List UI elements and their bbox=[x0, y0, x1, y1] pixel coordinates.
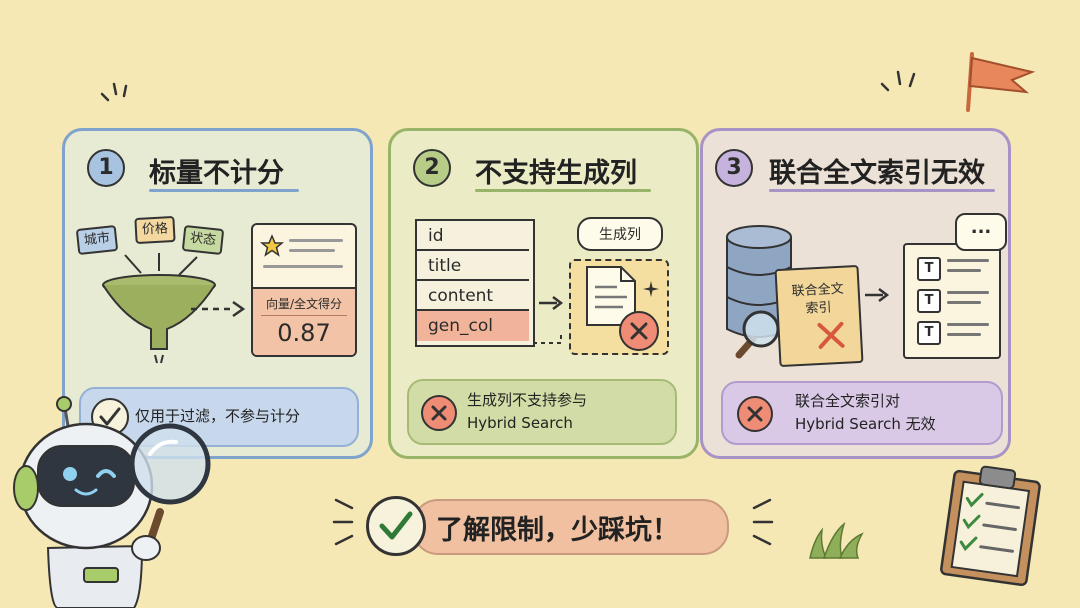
magnifier-icon bbox=[735, 310, 780, 359]
score-value: 0.87 bbox=[277, 319, 331, 347]
chat-bubble: ... bbox=[955, 213, 1007, 251]
funnel-icon bbox=[102, 253, 216, 364]
cross-icon bbox=[619, 311, 659, 351]
score-section: 向量/全文得分 0.87 bbox=[253, 287, 355, 355]
column-title: title bbox=[417, 251, 529, 281]
document-list: T T T bbox=[903, 243, 1001, 359]
panel-title: 联合全文索引无效 bbox=[769, 158, 985, 189]
generated-column-bubble: 生成列 bbox=[577, 217, 663, 251]
text-doc-icon: T bbox=[917, 289, 941, 313]
note-line1: 联合全文索引对 bbox=[795, 392, 901, 410]
note-box: 生成列不支持参与 Hybrid Search bbox=[407, 379, 677, 445]
note-line2: Hybrid Search 无效 bbox=[795, 415, 936, 433]
note-line2: Hybrid Search bbox=[467, 414, 573, 432]
spark-lines-icon bbox=[332, 498, 354, 546]
index-card-line2: 索引 bbox=[805, 300, 832, 317]
spark-lines-icon bbox=[880, 70, 916, 92]
note-line1: 生成列不支持参与 bbox=[467, 391, 588, 409]
panel-scalar-no-score: 1 标量不计分 城市 价格 状态 向量/全文得分 0.87 仅用于过滤， bbox=[62, 128, 373, 459]
spark-lines-icon bbox=[100, 82, 128, 102]
grass-icon bbox=[809, 521, 864, 559]
text-doc-icon: T bbox=[917, 321, 941, 345]
step-number: 2 bbox=[413, 149, 451, 187]
arrow-right-icon bbox=[865, 288, 890, 302]
column-gen-col: gen_col bbox=[417, 311, 529, 341]
flag-icon bbox=[966, 52, 1036, 112]
score-card: 向量/全文得分 0.87 bbox=[251, 223, 357, 357]
cross-icon bbox=[737, 396, 773, 432]
check-icon bbox=[366, 496, 426, 556]
arrow-right-icon bbox=[539, 296, 564, 310]
cross-icon bbox=[817, 321, 845, 349]
tag-price: 价格 bbox=[134, 215, 176, 245]
cross-icon bbox=[421, 395, 457, 431]
footer-pill bbox=[412, 499, 729, 555]
spark-lines-icon bbox=[752, 498, 774, 546]
index-card: 联合全文 索引 bbox=[774, 264, 864, 368]
column-id: id bbox=[417, 221, 529, 251]
dashed-connector bbox=[533, 335, 562, 344]
panel-composite-fulltext-index: 3 联合全文索引无效 联合全文 索引 T T T ... bbox=[700, 128, 1011, 459]
text-doc-icon: T bbox=[917, 257, 941, 281]
panel-title: 不支持生成列 bbox=[475, 158, 637, 189]
chat-bubble-text: ... bbox=[970, 217, 992, 238]
robot-icon bbox=[13, 396, 211, 608]
column-content: content bbox=[417, 281, 529, 311]
document-icon bbox=[586, 266, 636, 326]
panel-no-generated-column: 2 不支持生成列 id title content gen_col 生成列 生成… bbox=[388, 128, 699, 459]
bubble-label: 生成列 bbox=[599, 227, 641, 243]
step-number: 3 bbox=[715, 149, 753, 187]
star-icon bbox=[259, 234, 285, 257]
note-text: 仅用于过滤，不参与计分 bbox=[135, 407, 301, 425]
title-underline bbox=[769, 189, 995, 192]
clipboard-icon bbox=[940, 465, 1041, 587]
sparkle-icon bbox=[643, 281, 659, 297]
arrow-dashed bbox=[191, 300, 246, 318]
step-number: 1 bbox=[87, 149, 125, 187]
title-underline bbox=[475, 189, 651, 192]
note-box: 联合全文索引对 Hybrid Search 无效 bbox=[721, 381, 1003, 445]
panel-title: 标量不计分 bbox=[149, 158, 284, 189]
score-label: 向量/全文得分 bbox=[265, 297, 343, 311]
footer-text: 了解限制，少踩坑！ bbox=[436, 515, 679, 546]
database-icon bbox=[726, 225, 792, 338]
title-underline bbox=[149, 189, 299, 192]
column-table: id title content gen_col bbox=[415, 219, 535, 347]
